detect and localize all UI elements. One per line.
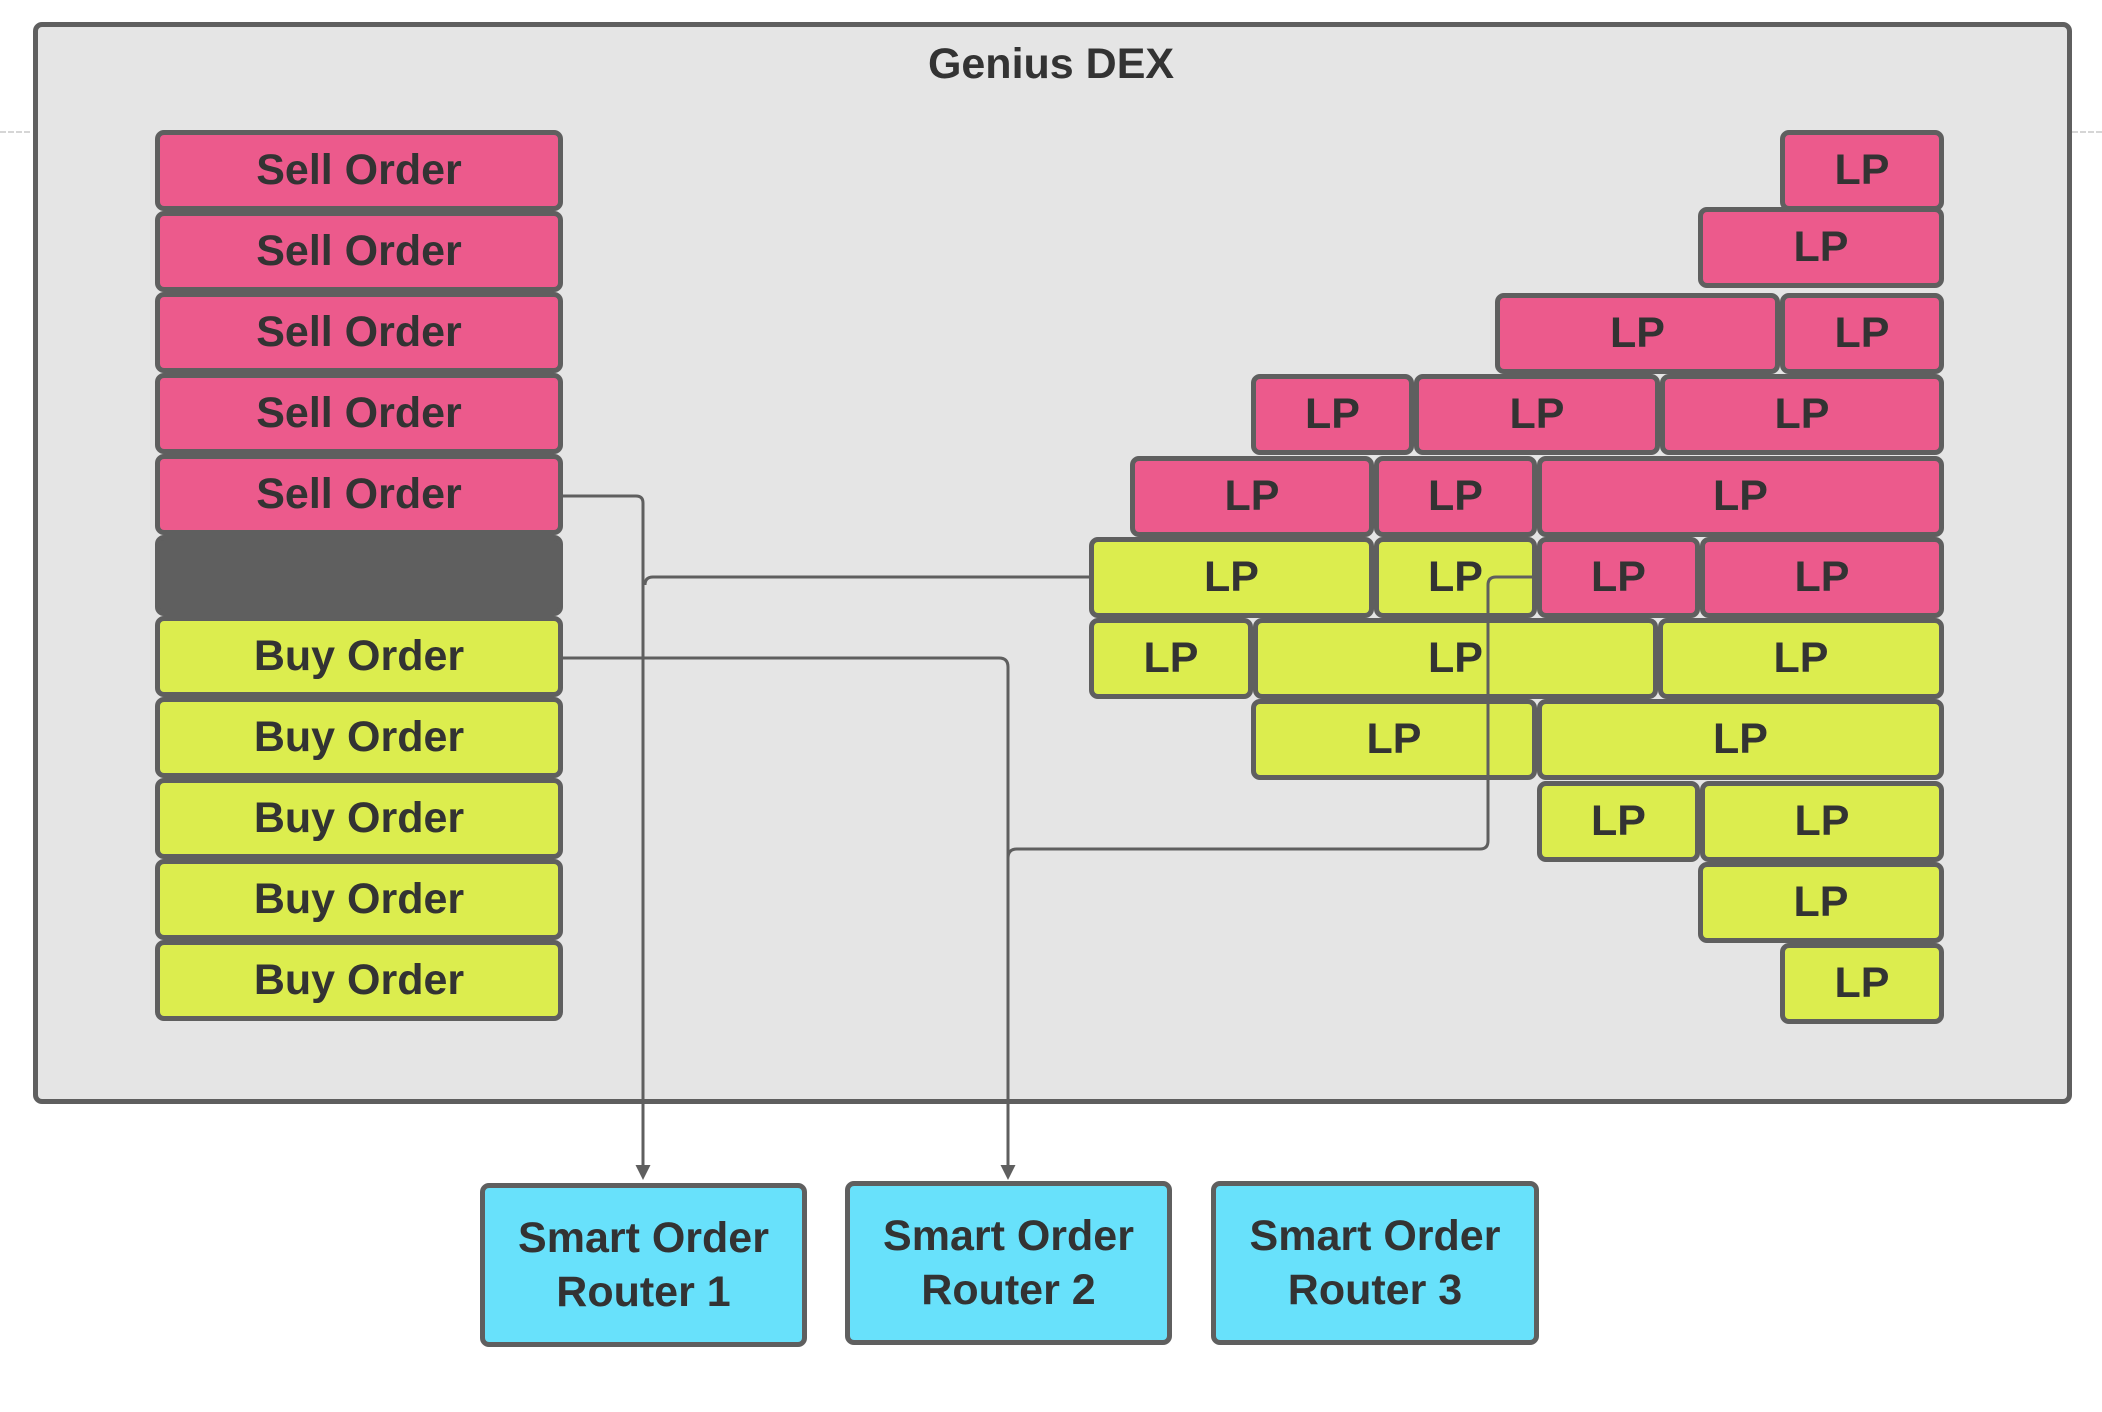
lp-block[interactable]: LP [1700,537,1944,618]
lp-block[interactable]: LP [1537,699,1944,780]
buy-order[interactable]: Buy Order [155,940,563,1021]
connector-buy-order-to-router-2 [563,656,1016,1180]
buy-order[interactable]: Buy Order [155,697,563,778]
router-2-line-1: Smart Order [883,1212,1134,1260]
dashed-guide-left [0,131,30,133]
lp-block[interactable]: LP [1130,456,1374,537]
lp-block[interactable]: LP [1089,618,1253,699]
lp-block[interactable]: LP [1374,456,1537,537]
sell-order[interactable]: Sell Order [155,454,563,535]
router-1-line-2: Router 1 [556,1268,731,1316]
connector-sell-order-to-router-1 [563,494,651,1180]
router-3-line-2: Router 3 [1287,1266,1463,1314]
lp-block[interactable]: LP [1780,130,1944,211]
diagram-title: Genius DEX [927,40,1175,88]
router-1-line-1: Smart Order [518,1214,769,1262]
router-3-line-1: Smart Order [1249,1212,1501,1260]
buy-order[interactable]: Buy Order [155,616,563,697]
lp-block[interactable]: LP [1537,456,1944,537]
lp-block[interactable]: LP [1698,862,1944,943]
sell-order[interactable]: Sell Order [155,373,563,454]
spread-divider [155,535,563,616]
lp-block[interactable]: LP [1660,374,1944,455]
smart-order-router-2[interactable]: Smart Order Router 2 [845,1181,1172,1345]
connector-lp-to-router-1 [643,575,1089,586]
lp-block[interactable]: LP [1537,781,1700,862]
connector-lp-to-router-2 [1006,575,1537,859]
sell-order[interactable]: Sell Order [155,211,563,292]
lp-block[interactable]: LP [1414,374,1660,455]
lp-block[interactable]: LP [1780,943,1944,1024]
lp-block[interactable]: LP [1700,781,1944,862]
lp-block[interactable]: LP [1658,618,1944,699]
sell-order[interactable]: Sell Order [155,292,563,373]
router-2-line-2: Router 2 [921,1266,1096,1314]
buy-order[interactable]: Buy Order [155,859,563,940]
lp-block[interactable]: LP [1251,374,1414,455]
lp-block[interactable]: LP [1495,293,1780,374]
lp-block[interactable]: LP [1698,207,1944,288]
buy-order[interactable]: Buy Order [155,778,563,859]
sell-order[interactable]: Sell Order [155,130,563,211]
lp-block[interactable]: LP [1537,537,1700,618]
smart-order-router-1[interactable]: Smart Order Router 1 [480,1183,807,1347]
dashed-guide-right [2072,131,2102,133]
smart-order-router-3[interactable]: Smart Order Router 3 [1211,1181,1539,1345]
lp-block[interactable]: LP [1780,293,1944,374]
lp-block[interactable]: LP [1253,618,1658,699]
lp-block[interactable]: LP [1089,537,1374,618]
